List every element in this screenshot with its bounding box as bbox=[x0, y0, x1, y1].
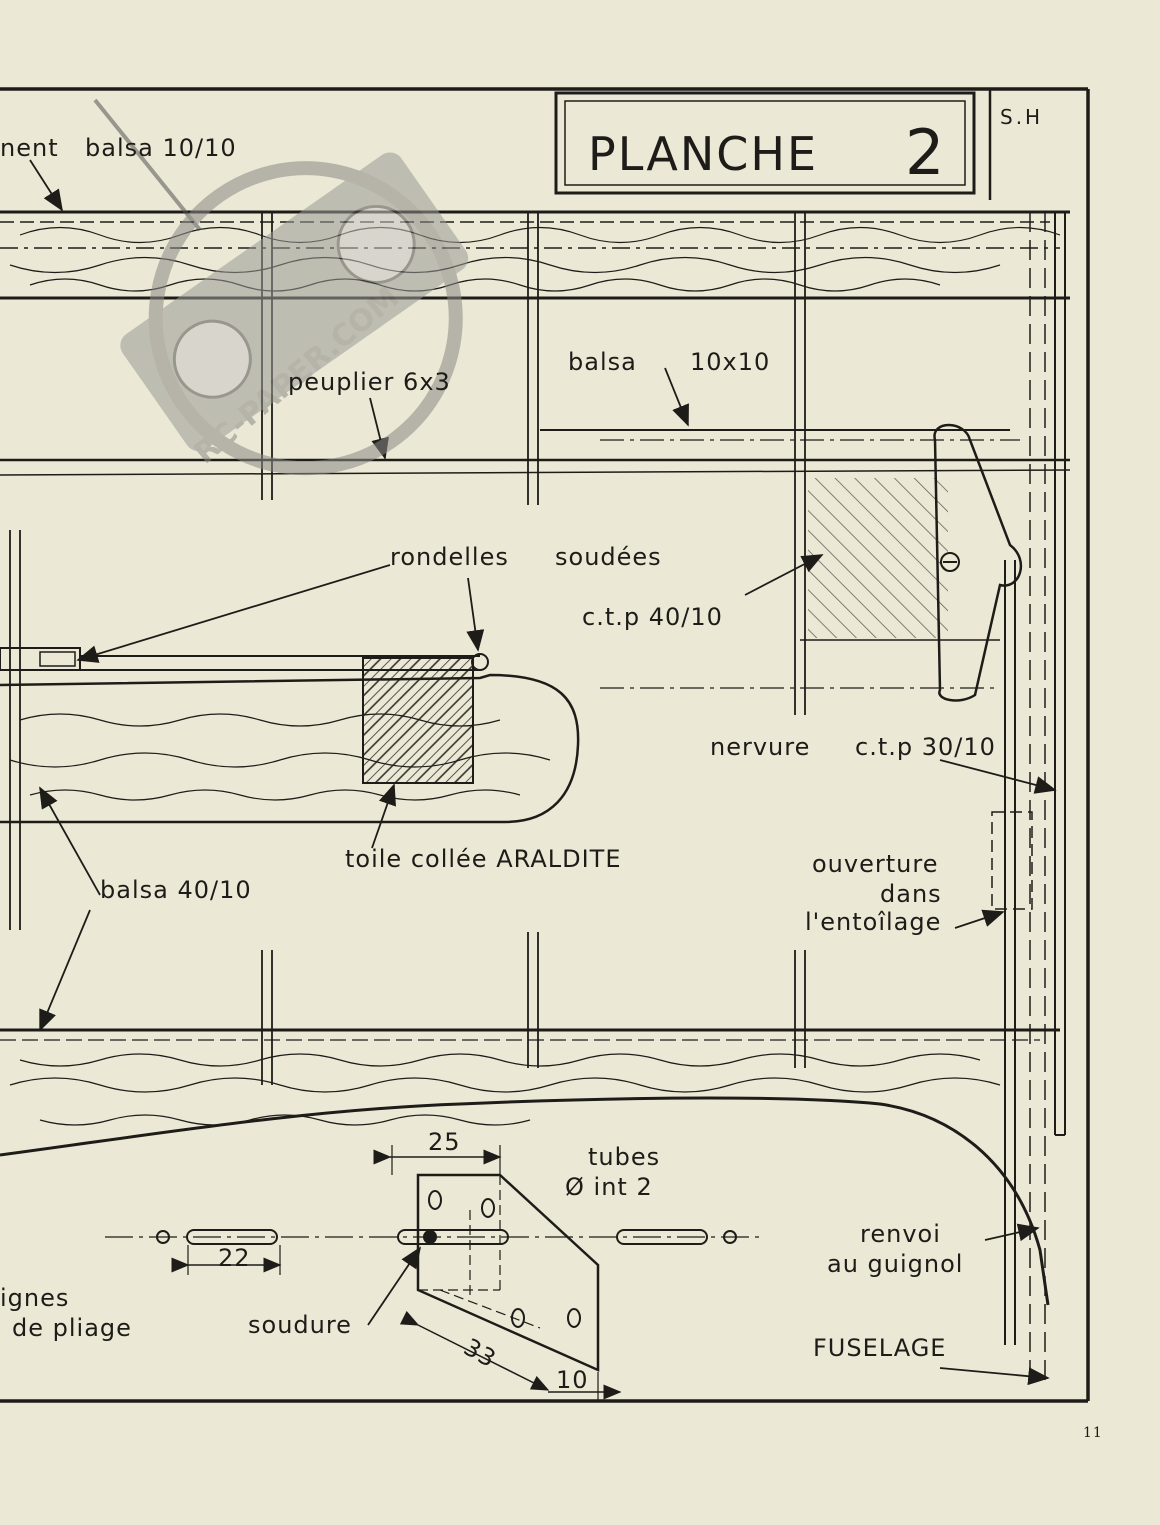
leader-arrows bbox=[29, 159, 1057, 1386]
label-au-guignol: au guignol bbox=[827, 1250, 963, 1278]
spars bbox=[0, 429, 1071, 689]
label-lignes: ignes bbox=[0, 1284, 69, 1312]
dim-10: 10 bbox=[556, 1366, 589, 1394]
corner-code: S.H bbox=[1000, 105, 1043, 129]
label-entoilage: l'entoîlage bbox=[805, 908, 941, 936]
dim-25: 25 bbox=[428, 1128, 461, 1156]
label-renvoi: renvoi bbox=[860, 1220, 941, 1248]
label-soudees: soudées bbox=[555, 543, 662, 571]
label-balsa-40-10: balsa 40/10 bbox=[100, 876, 252, 904]
label-ctp-30-10: c.t.p 30/10 bbox=[855, 733, 996, 761]
frame bbox=[0, 87, 1090, 1403]
label-tubes: tubes bbox=[588, 1143, 660, 1171]
label-diam-int: Ø int 2 bbox=[565, 1173, 653, 1201]
label-10x10: 10x10 bbox=[690, 348, 770, 376]
dim-33: 33 bbox=[459, 1333, 501, 1374]
torque-rod bbox=[0, 647, 580, 824]
label-rondelles: rondelles bbox=[390, 543, 509, 571]
label-balsa-10-10: balsa 10/10 bbox=[85, 134, 237, 162]
label-de-pliage: de pliage bbox=[12, 1314, 132, 1342]
bracket-detail bbox=[105, 1173, 760, 1372]
label-soudure: soudure bbox=[248, 1311, 352, 1339]
dim-22: 22 bbox=[218, 1244, 251, 1272]
plate-number: 2 bbox=[905, 116, 945, 189]
covering-opening bbox=[991, 811, 1033, 910]
page-number: 11 bbox=[1083, 1425, 1103, 1441]
ribs bbox=[9, 212, 1066, 1380]
plate-title: PLANCHE bbox=[588, 127, 818, 181]
label-toile: toile collée ARALDITE bbox=[345, 845, 622, 873]
label-dans: dans bbox=[880, 880, 942, 908]
dimension-lines bbox=[171, 1145, 622, 1400]
label-fuselage: FUSELAGE bbox=[813, 1334, 946, 1362]
label-peuplier: peuplier 6x3 bbox=[288, 368, 451, 396]
label-ouverture: ouverture bbox=[812, 850, 938, 878]
title-box: PLANCHE 2 S.H bbox=[554, 89, 1043, 200]
label-balsa-word: balsa bbox=[568, 348, 637, 376]
ctp-plate bbox=[808, 423, 1022, 1345]
label-ctp-40-10: c.t.p 40/10 bbox=[582, 603, 723, 631]
bottom-balsa-band bbox=[0, 1028, 1060, 1306]
label-nervure: nervure bbox=[710, 733, 810, 761]
label-top-left: nent bbox=[0, 134, 59, 162]
